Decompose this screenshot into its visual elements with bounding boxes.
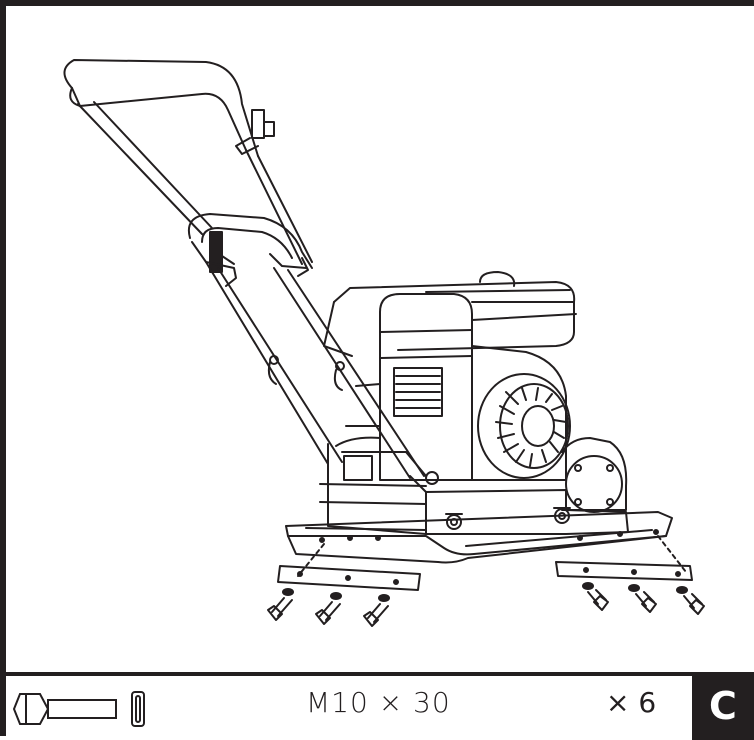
bolt-set (267, 582, 705, 627)
base-frame (319, 443, 629, 535)
bolt-quantity: × 6 (606, 686, 657, 719)
bolt (315, 592, 342, 625)
fuel-tank (323, 271, 577, 357)
bolt (676, 586, 705, 615)
recoil-starter (477, 373, 571, 479)
upper-handle (63, 59, 313, 265)
throttle-lever (235, 109, 275, 155)
washer-icon (131, 691, 145, 727)
base-plate (285, 511, 673, 564)
hardware-footer: M10 × 30 × 6 C (6, 672, 754, 740)
rubber-strip-left (277, 565, 421, 591)
step-label: C (692, 672, 754, 740)
bolt (582, 582, 609, 611)
lower-handle (188, 213, 425, 479)
vibrator-housing (561, 437, 628, 513)
assembly-guide-lines (297, 535, 687, 577)
bolt (267, 588, 294, 621)
engine-block (335, 293, 567, 481)
hex-bolt-icon (12, 693, 117, 725)
plate-compactor-illustration (63, 59, 705, 627)
bolt (363, 594, 390, 627)
bolt-spec: M10 × 30 (306, 686, 451, 719)
hardware-icons (12, 691, 145, 727)
rubber-strip-right (555, 561, 693, 581)
bolt (628, 584, 657, 613)
